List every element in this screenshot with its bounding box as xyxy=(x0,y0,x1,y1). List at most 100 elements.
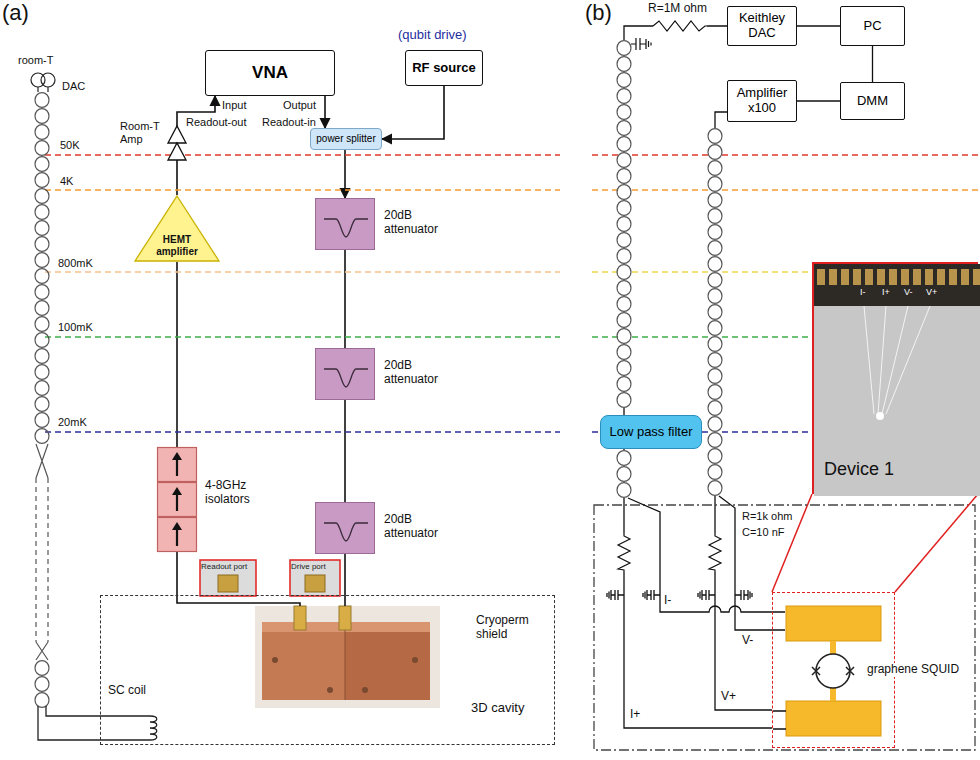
component-value: R=1M ohm xyxy=(648,2,707,16)
temperature-label: 800mK xyxy=(58,257,93,270)
resistor-symbol xyxy=(653,21,707,31)
connector xyxy=(624,449,772,728)
cavity-photo xyxy=(255,606,440,708)
instrument-box: Keithley DAC xyxy=(727,6,797,46)
cavity-photo xyxy=(262,630,345,700)
node-text: graphene SQUID xyxy=(865,663,961,677)
dac-transformer-symbol xyxy=(37,87,38,92)
component-value: R=1k ohm xyxy=(742,510,792,523)
connector xyxy=(872,46,873,82)
amplifier-symbol xyxy=(168,143,186,160)
pin-name: V- xyxy=(904,287,913,297)
amplifier-box: Amplifier x100 xyxy=(727,80,797,122)
part-label: Room-T Amp xyxy=(120,120,166,145)
isolator-stack xyxy=(158,518,197,552)
node-text: HEMT amplifier xyxy=(152,234,202,257)
node-text: 20dB attenuator xyxy=(384,513,456,541)
node-text: 3D cavity xyxy=(471,701,524,716)
splitter-box: power splitter xyxy=(310,128,382,150)
pin-name: I- xyxy=(664,594,671,608)
cavity-photo xyxy=(345,630,430,700)
node-text: Amplifier x100 xyxy=(732,86,792,116)
connector xyxy=(772,494,812,592)
amplifier-triangle xyxy=(135,196,219,261)
instrument-box: PC xyxy=(840,6,905,46)
port-label: Input xyxy=(222,99,246,112)
isolator-stack xyxy=(158,448,197,482)
squid-device: graphene SQUID xyxy=(772,592,895,748)
device-photo xyxy=(925,269,933,285)
attenuator-box xyxy=(316,349,376,401)
connector xyxy=(382,86,444,139)
connector xyxy=(344,250,346,348)
cable-b xyxy=(614,450,634,498)
node-text: RF source xyxy=(412,61,476,76)
connector xyxy=(324,96,326,128)
signal-label: Readout-out xyxy=(186,116,247,129)
attenuator-box: 20dB attenuator xyxy=(315,348,375,400)
resistor-symbol xyxy=(653,18,707,34)
filter-box: Low pass filter xyxy=(600,415,702,449)
resistor-symbol xyxy=(709,533,721,572)
pin-name: V- xyxy=(742,634,753,648)
cavity-photo xyxy=(345,622,346,700)
cavity-photo xyxy=(362,687,368,693)
squid-device xyxy=(773,711,786,729)
temperature-line xyxy=(45,189,560,191)
attenuator-box xyxy=(316,503,376,555)
resistor-symbol xyxy=(707,533,723,572)
device-photo xyxy=(841,269,849,285)
cavity-port xyxy=(294,606,306,630)
node-text: Low pass filter xyxy=(609,425,692,440)
squid-device xyxy=(786,701,881,736)
node-text: Device 1 xyxy=(824,459,894,480)
node-text: 20dB attenuator xyxy=(384,359,456,387)
squid-device xyxy=(830,641,836,654)
component-value: C=10 nF xyxy=(742,526,785,539)
resistor-symbol xyxy=(618,533,630,572)
twisted-pair-cable xyxy=(32,660,52,708)
attenuator-box xyxy=(324,369,368,387)
photo-label: Readout port xyxy=(201,562,247,571)
cavity-photo xyxy=(412,657,418,663)
port-photo xyxy=(305,575,325,592)
isolator-stack xyxy=(158,483,197,517)
room-temperature-amplifier-symbol xyxy=(168,126,186,160)
attenuator-box xyxy=(316,199,376,251)
port-label: Output xyxy=(283,99,316,112)
source-box: RF source xyxy=(405,50,483,86)
node-text: VNA xyxy=(252,63,288,83)
attenuator-box xyxy=(324,219,368,237)
photo-label: Drive port xyxy=(291,562,326,571)
squid-device xyxy=(830,688,836,701)
twisted-pair-cable xyxy=(705,128,725,496)
twisted-pair-cable xyxy=(32,92,52,444)
twisted-pair-cable xyxy=(614,40,634,408)
connector xyxy=(797,100,840,101)
isolator-stack xyxy=(176,458,178,476)
instrument-box: DMM xyxy=(840,82,905,120)
device-photo xyxy=(901,269,909,285)
panel-label: (b) xyxy=(585,0,612,25)
stage-label: room-T xyxy=(18,54,53,67)
connector xyxy=(176,262,178,447)
amplifier-triangle: HEMT amplifier xyxy=(134,195,220,262)
cable-b xyxy=(705,128,725,496)
signal-label: Readout-in xyxy=(262,116,316,129)
amplifier-symbol xyxy=(168,126,186,143)
node-text: Cryoperm shield xyxy=(476,614,554,642)
temperature-line xyxy=(45,271,560,273)
node-text: DMM xyxy=(857,94,888,109)
cavity-port xyxy=(339,606,351,630)
temperature-line xyxy=(45,336,560,338)
dac-transformer-symbol xyxy=(41,73,55,87)
isolator-stack xyxy=(157,447,197,552)
part-label: DAC xyxy=(62,80,85,93)
isolator-stack: 4-8GHz isolators xyxy=(157,447,197,552)
capacitor-symbol xyxy=(698,590,715,600)
squid-device xyxy=(786,606,881,641)
node-text: Keithley DAC xyxy=(732,11,792,41)
isolator-stack xyxy=(176,528,178,546)
pin-name: V+ xyxy=(721,690,736,704)
ground-capacitor-symbol xyxy=(631,38,651,50)
